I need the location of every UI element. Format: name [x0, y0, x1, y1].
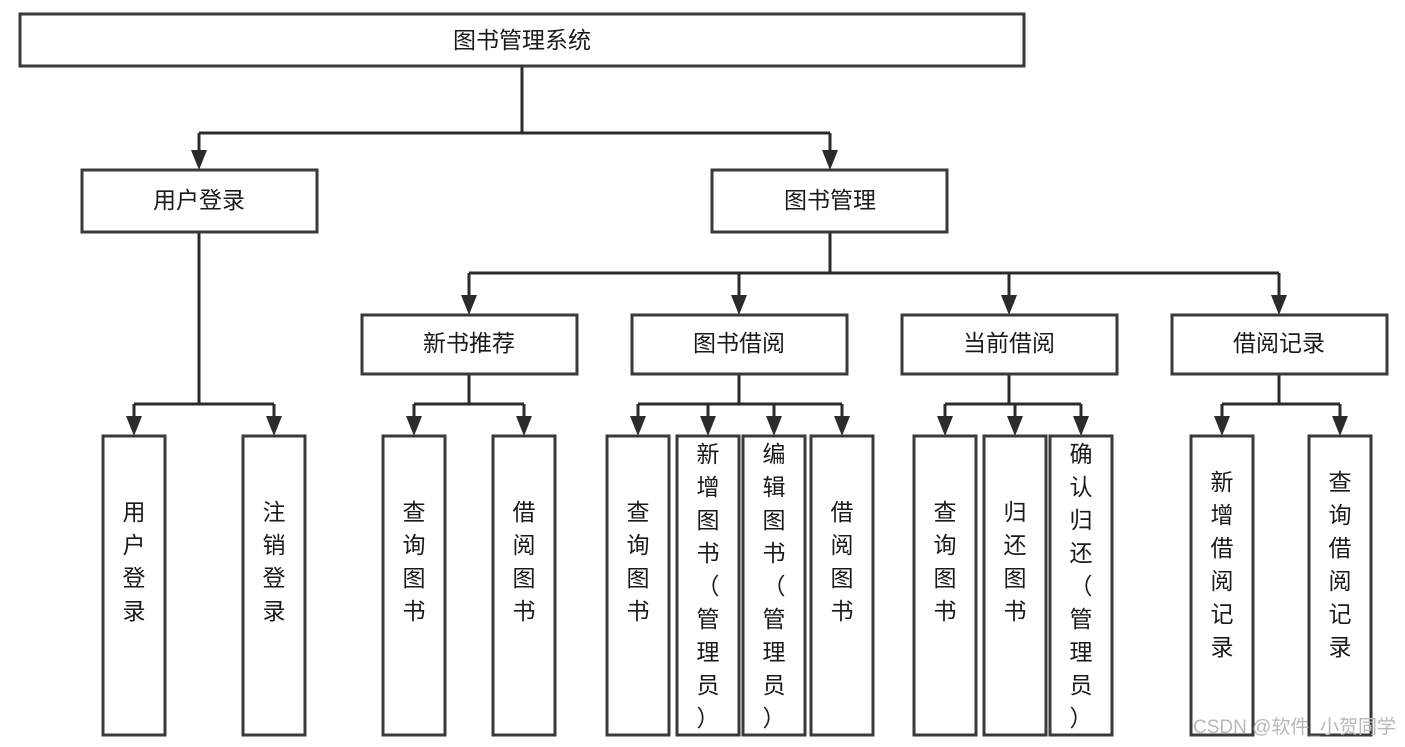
node-leaf-add-book[interactable]: 新增图书（管理员） — [675, 434, 741, 737]
arrow-head-leaf-query-book-3 — [937, 416, 953, 436]
node-leaf-borrow-book-1-box[interactable] — [491, 434, 557, 737]
node-leaf-borrow-book-2-label: 借阅图书 — [831, 499, 854, 624]
node-leaf-query-book-2-label: 查询图书 — [627, 499, 650, 624]
node-leaf-add-book-label: 新增图书（管理员） — [697, 441, 720, 731]
arrow-head-leaf-query-book-2 — [630, 416, 646, 436]
arrow-head-leaf-borrow-book-1 — [516, 416, 532, 436]
node-root-box[interactable] — [18, 12, 1026, 68]
node-leaf-query-book-3[interactable]: 查询图书 — [912, 434, 978, 737]
node-root-label: 图书管理系统 — [453, 27, 591, 53]
arrow-head-leaf-return-book — [1007, 416, 1023, 436]
arrow-head-leaf-add-record — [1214, 416, 1230, 436]
node-leaf-query-record-box[interactable] — [1307, 434, 1373, 737]
csdn-watermark: CSDN @软件_小贺同学 — [1193, 716, 1396, 738]
node-leaf-query-record-label: 查询借阅记录 — [1329, 469, 1352, 660]
node-book-borrow[interactable]: 图书借阅 — [630, 313, 849, 376]
node-leaf-query-book-3-box[interactable] — [912, 434, 978, 737]
arrow-head-leaf-logout-login — [266, 416, 282, 436]
node-leaf-borrow-book-1-label: 借阅图书 — [513, 499, 536, 624]
node-leaf-query-book-2-box[interactable] — [605, 434, 671, 737]
leaf-layer: 用户登录 注销登录 查询图书 借阅图书 查询图书 新增图书（管理员） 编辑图书（… — [101, 434, 1373, 737]
arrow-head-leaf-query-record — [1332, 416, 1348, 436]
node-leaf-edit-book-label: 编辑图书（管理员） — [763, 441, 786, 731]
node-leaf-query-book-3-label: 查询图书 — [934, 499, 957, 624]
node-leaf-borrow-book-1[interactable]: 借阅图书 — [491, 434, 557, 737]
node-leaf-logout-login-box[interactable] — [241, 434, 307, 737]
node-new-book-recommend-label: 新书推荐 — [423, 330, 515, 356]
node-user-login-box[interactable] — [80, 168, 319, 234]
node-leaf-edit-book[interactable]: 编辑图书（管理员） — [741, 434, 807, 737]
connector-layer — [126, 66, 1348, 436]
node-leaf-confirm-return-box[interactable] — [1048, 434, 1114, 737]
node-borrow-record-box[interactable] — [1170, 313, 1389, 376]
node-leaf-logout-login[interactable]: 注销登录 — [241, 434, 307, 737]
node-leaf-return-book[interactable]: 归还图书 — [982, 434, 1048, 737]
node-leaf-logout-login-label: 注销登录 — [263, 499, 286, 624]
arrow-head-leaf-query-book-1 — [406, 416, 422, 436]
node-book-borrow-box[interactable] — [630, 313, 849, 376]
node-leaf-edit-book-box[interactable] — [741, 434, 807, 737]
arrow-head-book-management — [822, 150, 838, 170]
arrow-head-book-borrow — [731, 295, 747, 315]
arrow-head-current-borrow — [1001, 295, 1017, 315]
node-new-book-recommend-box[interactable] — [360, 313, 579, 376]
node-leaf-user-login[interactable]: 用户登录 — [101, 434, 167, 737]
node-leaf-return-book-label: 归还图书 — [1004, 499, 1027, 624]
arrow-head-leaf-user-login — [126, 416, 142, 436]
arrow-head-leaf-add-book — [700, 416, 716, 436]
node-root[interactable]: 图书管理系统 — [18, 12, 1026, 68]
node-leaf-borrow-book-2-box[interactable] — [809, 434, 875, 737]
arrow-head-leaf-edit-book — [766, 416, 782, 436]
node-borrow-record-label: 借阅记录 — [1233, 330, 1325, 356]
node-leaf-return-book-box[interactable] — [982, 434, 1048, 737]
arrow-head-borrow-record — [1271, 295, 1287, 315]
node-leaf-user-login-label: 用户登录 — [123, 499, 146, 624]
node-book-management-label: 图书管理 — [784, 187, 876, 213]
arrow-head-user-login — [191, 150, 207, 170]
node-leaf-user-login-box[interactable] — [101, 434, 167, 737]
arrow-head-leaf-borrow-book-2 — [834, 416, 850, 436]
node-leaf-query-book-1-box[interactable] — [381, 434, 447, 737]
node-user-login[interactable]: 用户登录 — [80, 168, 319, 234]
node-leaf-add-record-box[interactable] — [1189, 434, 1255, 737]
node-leaf-query-book-2[interactable]: 查询图书 — [605, 434, 671, 737]
node-borrow-record[interactable]: 借阅记录 — [1170, 313, 1389, 376]
arrow-head-new-book-recommend — [461, 295, 477, 315]
node-leaf-query-book-1[interactable]: 查询图书 — [381, 434, 447, 737]
node-book-management[interactable]: 图书管理 — [710, 168, 949, 234]
node-leaf-confirm-return[interactable]: 确认归还（管理员） — [1048, 434, 1114, 737]
node-leaf-query-record[interactable]: 查询借阅记录 — [1307, 434, 1373, 737]
node-current-borrow-label: 当前借阅 — [963, 330, 1055, 356]
node-leaf-query-book-1-label: 查询图书 — [403, 499, 426, 624]
node-leaf-add-record[interactable]: 新增借阅记录 — [1189, 434, 1255, 737]
node-new-book-recommend[interactable]: 新书推荐 — [360, 313, 579, 376]
node-current-borrow[interactable]: 当前借阅 — [900, 313, 1119, 376]
node-leaf-add-book-box[interactable] — [675, 434, 741, 737]
node-current-borrow-box[interactable] — [900, 313, 1119, 376]
node-leaf-confirm-return-label: 确认归还（管理员） — [1070, 441, 1093, 731]
node-leaf-borrow-book-2[interactable]: 借阅图书 — [809, 434, 875, 737]
arrow-head-leaf-confirm-return — [1073, 416, 1089, 436]
node-user-login-label: 用户登录 — [153, 187, 245, 213]
node-leaf-add-record-label: 新增借阅记录 — [1211, 469, 1234, 660]
node-book-management-box[interactable] — [710, 168, 949, 234]
node-book-borrow-label: 图书借阅 — [693, 330, 785, 356]
